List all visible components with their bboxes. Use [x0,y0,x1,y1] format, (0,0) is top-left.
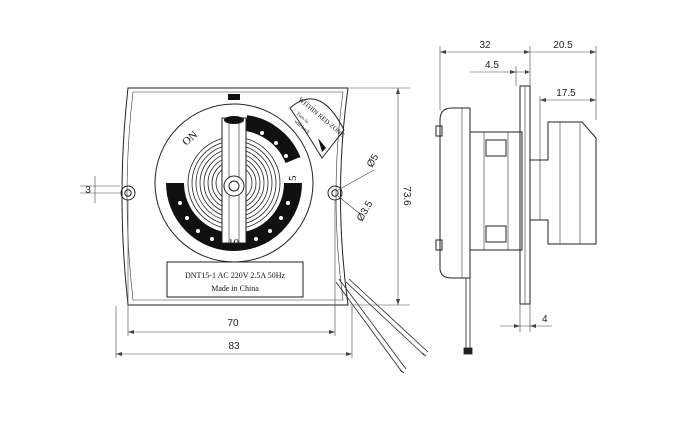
dim-step: 4.5 [485,60,499,71]
label-on: ON [180,129,200,148]
label-line-rating: DNT15-1 AC 220V 2.5A 50Hz [185,271,286,280]
front-plate-inner [126,91,344,301]
label-fifteen: 15 [167,191,179,203]
top-index-mark [228,94,240,100]
lead-wires-front [335,278,429,374]
product-label: DNT15-1 AC 220V 2.5A 50Hz Made in China [166,261,304,298]
dim-knob-width: 17.5 [556,88,576,99]
dim-body-depth: 32 [479,40,491,51]
timer-dial [154,94,314,263]
dim-hole-spacing: 70 [227,318,239,329]
front-plate-outline [121,87,349,306]
dim-hole-offset: 3 [85,185,91,196]
side-mechanism [469,131,523,251]
dial-dark-band-upper [244,115,301,164]
dim-height: 73.6 [401,186,412,206]
side-view [435,85,597,355]
front-view: ON 15 5 10 WITHIN RED-ZONE Turn to will … [120,87,429,374]
center-hub [223,175,245,197]
side-housing [439,107,471,279]
knob-pointer [224,116,244,124]
label-line-origin: Made in China [211,284,259,293]
dim-plate-thickness: 4 [542,314,548,325]
label-five: 5 [287,175,299,181]
lead-wire-side [463,278,473,355]
dim-knob-depth: 20.5 [553,40,573,51]
side-knob [529,121,597,245]
dim-hole-dia-5: Ø5 [365,152,381,169]
mounting-hole-left [120,185,136,201]
label-ten: 10 [228,237,240,249]
dial-dots [178,131,290,241]
side-dimensions: 32 20.5 4.5 17.5 4 [439,40,597,332]
dim-hole-dia-3-5: Ø3.5 [355,199,376,224]
dim-width-overall: 83 [228,341,240,352]
